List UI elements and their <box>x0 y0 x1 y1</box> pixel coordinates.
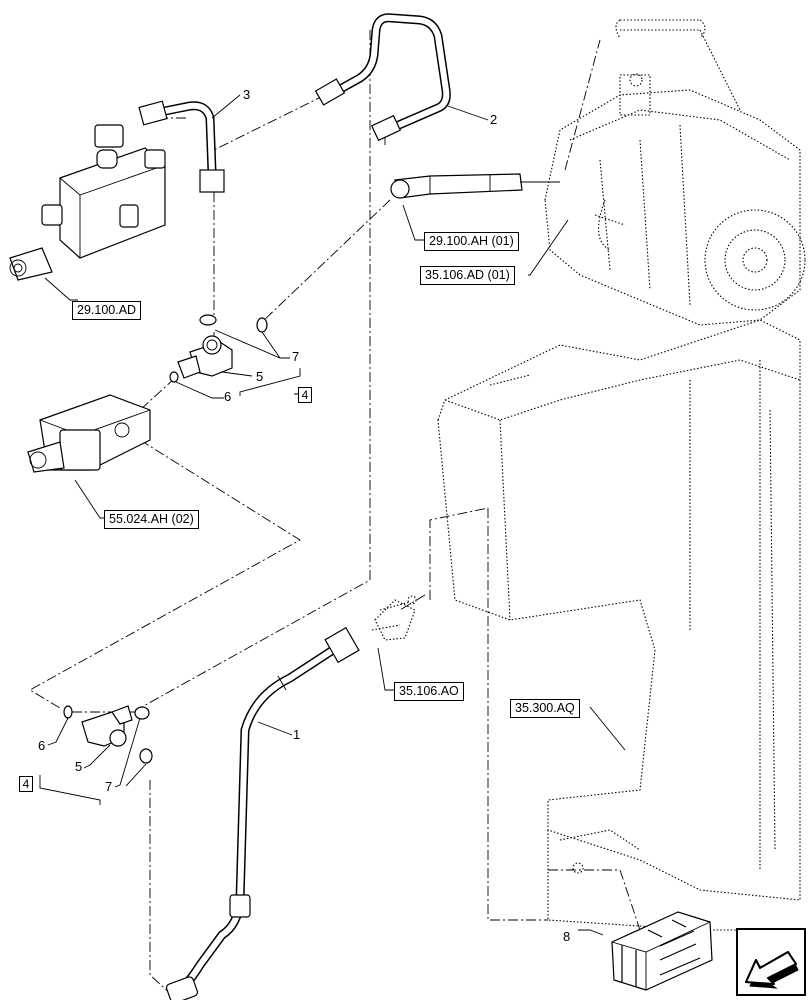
rigid-tube-3 <box>138 100 225 193</box>
callout-8: 8 <box>563 929 571 944</box>
callout-4-upper: 4 <box>298 387 312 403</box>
solenoid-block <box>27 394 151 473</box>
callout-2: 2 <box>490 112 498 127</box>
hydraulic-tank <box>437 319 801 931</box>
previous-page-button[interactable] <box>736 928 806 996</box>
tee-fitting-lower <box>63 705 153 764</box>
callout-6-lower: 6 <box>38 738 46 753</box>
callout-1: 1 <box>293 727 301 742</box>
tee-fitting-upper <box>169 314 268 383</box>
pump-hose <box>390 173 560 199</box>
hydraulic-pump <box>544 19 806 326</box>
connection-lines <box>29 30 641 996</box>
ref-29-100-ah-01[interactable]: 29.100.AH (01) <box>424 232 519 251</box>
callout-3: 3 <box>243 87 251 102</box>
callout-5-lower: 5 <box>75 759 83 774</box>
flexible-hose-1 <box>165 626 360 1000</box>
callout-6-upper: 6 <box>224 389 232 404</box>
callout-7-lower: 7 <box>105 779 113 794</box>
callout-5-upper: 5 <box>256 369 264 384</box>
leader-lines <box>39 94 626 936</box>
valve-block <box>9 124 166 281</box>
callout-4-lower: 4 <box>19 776 33 792</box>
rigid-tube-2 <box>314 13 451 142</box>
crate-8 <box>611 911 713 991</box>
pressure-sensor <box>371 595 417 641</box>
ref-35-106-ao[interactable]: 35.106.AO <box>394 682 464 701</box>
ref-29-100-ad[interactable]: 29.100.AD <box>72 301 142 320</box>
arrow-down-left-icon <box>745 951 799 989</box>
ref-55-024-ah-02[interactable]: 55.024.AH (02) <box>104 510 199 529</box>
callout-7-upper: 7 <box>292 349 300 364</box>
ref-35-106-ad-01[interactable]: 35.106.AD (01) <box>420 266 515 285</box>
ref-35-300-aq[interactable]: 35.300.AQ <box>510 699 580 718</box>
